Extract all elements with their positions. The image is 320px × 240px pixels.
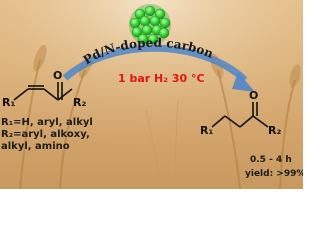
product-r2: R₂ bbox=[268, 124, 281, 137]
wheat-field-background: Pd/N-doped carbon O R₁ R₂ O R₁ R₂ bbox=[0, 0, 303, 189]
substituent-line-r2-cont: alkyl, amino bbox=[1, 141, 70, 152]
substituent-line-r1: R₁=H, aryl, alkyl bbox=[1, 117, 93, 128]
reaction-time: 0.5 - 4 h bbox=[250, 155, 292, 165]
nanoparticle-cluster-icon bbox=[129, 4, 171, 46]
substituent-definitions: R₁=H, aryl, alkyl R₂=aryl, alkoxy, alkyl… bbox=[1, 117, 93, 153]
reaction-yield: yield: >99% bbox=[245, 169, 303, 179]
reaction-conditions: 1 bar H₂ 30 °C bbox=[118, 72, 205, 85]
reaction-scheme-figure: Pd/N-doped carbon O R₁ R₂ O R₁ R₂ 1 bar … bbox=[0, 0, 303, 189]
reactant-r1: R₁ bbox=[2, 96, 15, 109]
reaction-arrow bbox=[62, 44, 248, 83]
reactant-r2: R₂ bbox=[73, 96, 86, 109]
substituent-line-r2: R₂=aryl, alkoxy, bbox=[1, 129, 90, 140]
product-r1: R₁ bbox=[200, 124, 213, 137]
product-structure bbox=[211, 102, 269, 128]
reactant-structure bbox=[13, 82, 73, 101]
product-oxygen: O bbox=[249, 89, 258, 102]
reactant-oxygen: O bbox=[53, 69, 62, 82]
